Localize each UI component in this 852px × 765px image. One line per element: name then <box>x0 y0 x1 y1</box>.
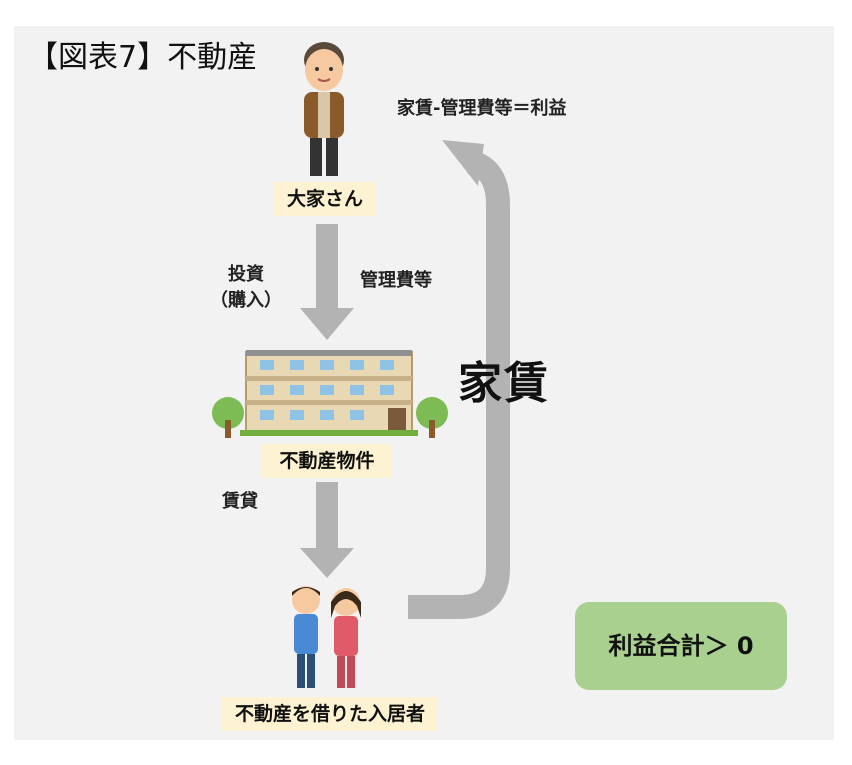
building-illustration <box>212 350 448 438</box>
tenants-illustration <box>292 586 361 688</box>
arrow-rent-return <box>408 140 510 619</box>
tenants-label: 不動産を借りた入居者 <box>222 697 438 731</box>
landlord-illustration <box>304 42 344 176</box>
figure-title: 【図表7】不動産 <box>28 40 258 75</box>
management-fee-label: 管理費等 <box>360 270 432 291</box>
rent-label: 家賃 <box>458 358 550 409</box>
investment-label: 投資 （購入） <box>210 264 282 311</box>
profit-formula-label: 家賃-管理費等＝利益 <box>397 98 567 119</box>
landlord-label: 大家さん <box>274 182 376 216</box>
property-label: 不動産物件 <box>262 444 392 478</box>
arrow-down-investment <box>300 224 354 340</box>
profit-total-box: 利益合計＞ 0 <box>575 602 787 690</box>
rental-label: 賃貸 <box>222 491 258 512</box>
arrow-down-rental <box>300 482 354 578</box>
